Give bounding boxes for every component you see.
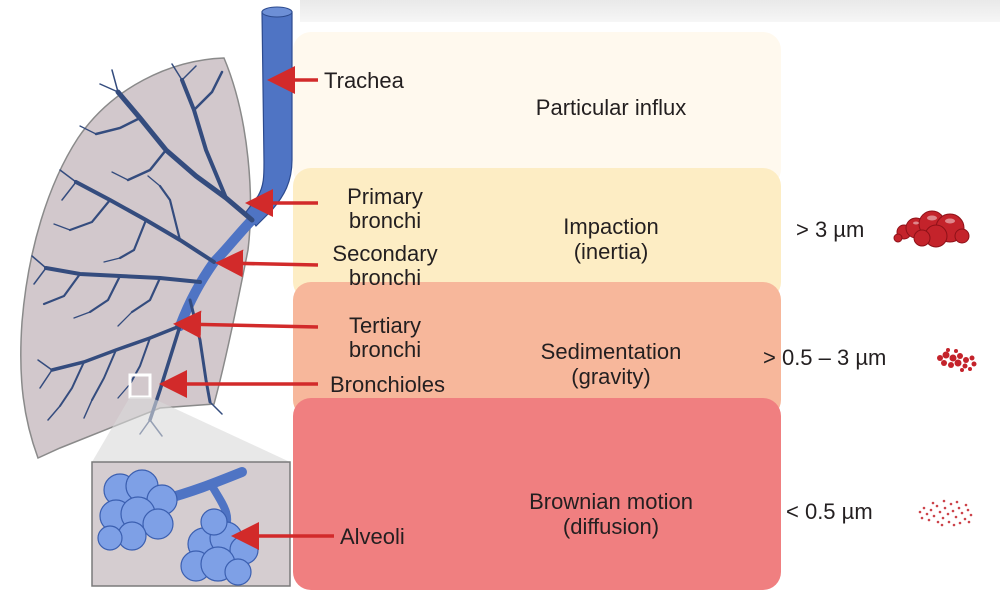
label-line: bronchi [322, 338, 448, 362]
size-label-large: > 3 µm [796, 218, 864, 242]
mechanism-brownian-motion: Brownian motion (diffusion) [481, 489, 741, 539]
small-particle-icon [914, 496, 976, 530]
label-line: Primary [322, 185, 448, 209]
label-alveoli: Alveoli [340, 525, 405, 549]
size-label-small: < 0.5 µm [786, 500, 873, 524]
mechanism-impaction: Impaction (inertia) [481, 214, 741, 264]
mechanism-line: (inertia) [481, 239, 741, 264]
arrow-tertiary-bronchi [180, 324, 318, 327]
label-tertiary-bronchi: Tertiary bronchi [322, 314, 448, 362]
arrow-secondary-bronchi [222, 263, 318, 265]
mechanism-line: Impaction [481, 214, 741, 239]
top-bar [300, 0, 1000, 22]
large-particle-icon [892, 206, 972, 250]
label-line: bronchi [322, 209, 448, 233]
mechanism-line: Particular influx [481, 95, 741, 120]
label-line: Secondary [322, 242, 448, 266]
label-trachea: Trachea [324, 69, 404, 93]
mechanism-line: Brownian motion [481, 489, 741, 514]
size-label-medium: > 0.5 – 3 µm [763, 346, 886, 370]
label-secondary-bronchi: Secondary bronchi [322, 242, 448, 290]
medium-particle-icon [934, 346, 980, 376]
mechanism-sedimentation: Sedimentation (gravity) [481, 339, 741, 389]
label-primary-bronchi: Primary bronchi [322, 185, 448, 233]
mechanism-particular-influx: Particular influx [481, 95, 741, 120]
label-bronchioles: Bronchioles [330, 373, 445, 397]
mechanism-line: Sedimentation [481, 339, 741, 364]
pointer-arrows [0, 0, 340, 596]
mechanism-line: (gravity) [481, 364, 741, 389]
label-line: bronchi [322, 266, 448, 290]
label-line: Tertiary [322, 314, 448, 338]
mechanism-line: (diffusion) [481, 514, 741, 539]
